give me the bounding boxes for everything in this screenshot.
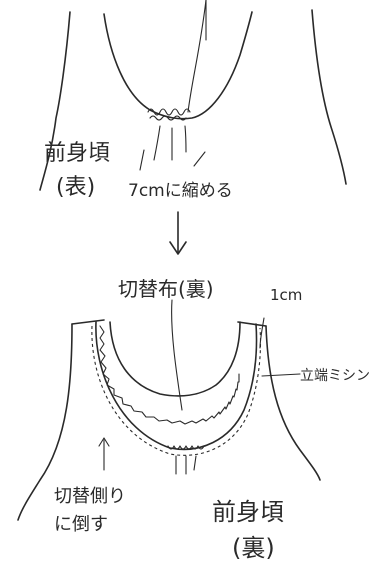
label-front-bodice-right-side: 前身頃 (表) <box>44 141 117 200</box>
top-right-armhole <box>311 9 347 185</box>
bottom-fold-3 <box>193 455 197 471</box>
label-one-cm: 1cm <box>270 286 302 304</box>
arrow-head-icon <box>169 241 187 255</box>
top-gathers <box>147 108 191 116</box>
gathering-thread <box>187 0 207 113</box>
bottom-left-armhole <box>17 323 73 521</box>
top-neckline <box>103 11 253 120</box>
bottom-right-armhole <box>265 325 321 481</box>
facing-inner-edge <box>109 321 241 397</box>
label-front-bodice-wrong-side-line1: 前身頃 <box>212 498 284 526</box>
top-bodice: 前身頃 (表) 7cmに縮める <box>39 0 347 201</box>
label-seam-allowance-note-line1: 切替側り <box>54 486 126 507</box>
seam-allowance-zigzag <box>99 325 240 425</box>
top-gathers-2 <box>149 115 187 121</box>
label-seam-allowance-note-line2: に倒す <box>54 514 108 535</box>
label-facing-wrong-side: 切替布(裏) <box>118 277 214 301</box>
facing-leader-line <box>171 299 183 411</box>
label-front-bodice-right-side-line2: (表) <box>56 175 95 200</box>
edge-stitch-leader <box>261 373 301 377</box>
fold-line-5 <box>139 149 145 171</box>
label-seam-allowance-note: 切替側り に倒す <box>54 486 132 535</box>
seam-arrow-head-icon <box>98 437 110 447</box>
fold-line-1 <box>153 125 161 161</box>
bottom-bodice: 切替布(裏) 1cm 立端ミシン 切替側り <box>17 277 370 562</box>
label-front-bodice-wrong-side: 前身頃 (裏) <box>212 498 292 562</box>
label-shrink-note: 7cmに縮める <box>128 181 233 201</box>
down-arrow <box>169 211 187 255</box>
label-front-bodice-right-side-line1: 前身頃 <box>44 141 110 166</box>
top-left-armhole <box>39 11 71 191</box>
one-cm-leader <box>259 317 265 349</box>
fold-line-3 <box>184 125 187 153</box>
right-shoulder <box>237 321 267 327</box>
label-edge-stitch: 立端ミシン <box>300 368 370 384</box>
label-front-bodice-wrong-side-line2: (裏) <box>232 534 275 562</box>
fold-line-4 <box>193 151 206 167</box>
left-shoulder <box>71 319 105 325</box>
facing-outer-edge <box>95 321 258 451</box>
bottom-gathers <box>167 445 205 450</box>
